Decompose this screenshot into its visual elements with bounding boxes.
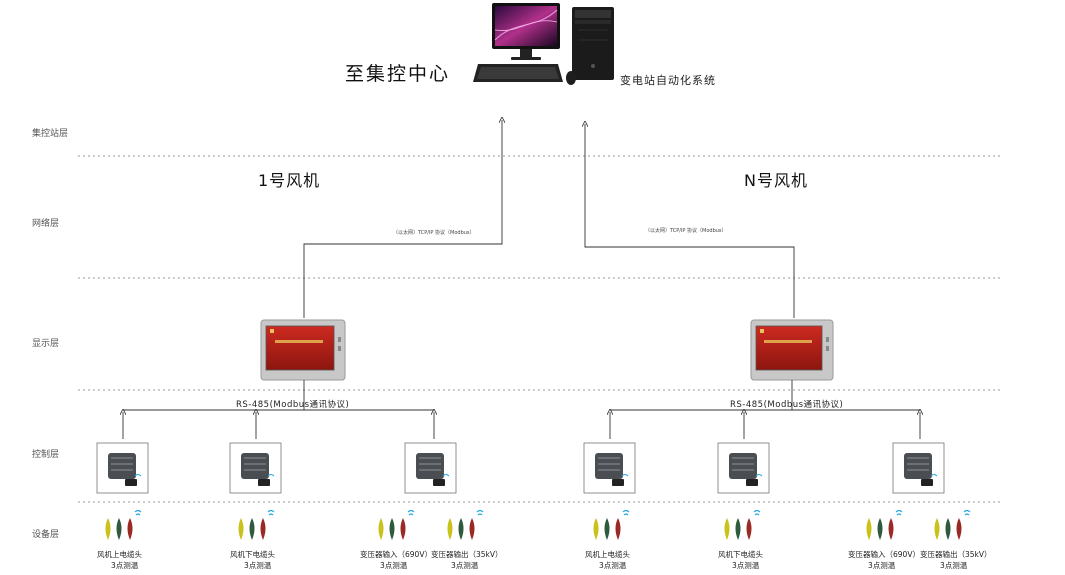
fan-title-n: N号风机 xyxy=(744,171,808,190)
device-sublabel: 3点测温 xyxy=(868,561,896,570)
device-sublabel: 3点测温 xyxy=(111,561,139,570)
device-label: 风机下电缆头 xyxy=(230,549,275,559)
rs485-label-n: RS-485(Modbus通讯协议) xyxy=(730,399,843,410)
device-sublabel: 3点测温 xyxy=(940,561,968,570)
layer-label-display: 显示层 xyxy=(32,338,59,349)
protocol-label-n: （以太网）TCP/IP 协议（Modbus） xyxy=(645,227,727,234)
network-link-1 xyxy=(303,120,502,318)
device-label: 风机上电缆头 xyxy=(97,549,142,559)
controller-unit xyxy=(229,442,282,494)
device-sublabel: 3点测温 xyxy=(732,561,760,570)
sensor-group xyxy=(447,509,484,540)
controller-unit xyxy=(404,442,457,494)
system-title: 变电站自动化系统 xyxy=(620,73,716,87)
sensor-group xyxy=(724,509,761,540)
layer-label-station: 集控站层 xyxy=(32,127,68,139)
device-label: 变压器输入（690V） xyxy=(360,549,432,559)
device-label: 风机下电缆头 xyxy=(718,549,763,559)
device-sublabel: 3点测温 xyxy=(599,561,627,570)
device-sublabel: 3点测温 xyxy=(451,561,479,570)
center-title: 至集控中心 xyxy=(345,63,450,85)
controller-unit xyxy=(96,442,149,494)
computer-icon xyxy=(473,3,614,85)
fan-title-1: 1号风机 xyxy=(258,171,320,190)
display-panel-1 xyxy=(260,319,346,381)
sensor-group xyxy=(105,509,142,540)
network-link-n xyxy=(585,124,795,318)
device-label: 变压器输出（35kV） xyxy=(431,549,503,559)
rs485-label-1: RS-485(Modbus通讯协议) xyxy=(236,399,349,410)
controller-unit xyxy=(583,442,636,494)
sensor-group xyxy=(238,509,275,540)
layer-label-network: 网络层 xyxy=(32,217,59,229)
sensor-group xyxy=(378,509,415,540)
sensor-group xyxy=(593,509,630,540)
sensor-group xyxy=(866,509,903,540)
device-label: 变压器输入（690V） xyxy=(848,549,920,559)
controller-unit xyxy=(892,442,945,494)
layer-label-control: 控制层 xyxy=(32,448,59,460)
sensor-group xyxy=(934,509,971,540)
device-label: 变压器输出（35kV） xyxy=(920,549,992,559)
device-sublabel: 3点测温 xyxy=(244,561,272,570)
device-label: 风机上电缆头 xyxy=(585,549,630,559)
controller-unit xyxy=(717,442,770,494)
protocol-label-1: （以太网）TCP/IP 协议（Modbus） xyxy=(393,229,475,236)
device-sublabel: 3点测温 xyxy=(380,561,408,570)
layer-label-device: 设备层 xyxy=(32,528,59,540)
display-panel-n xyxy=(750,319,834,381)
